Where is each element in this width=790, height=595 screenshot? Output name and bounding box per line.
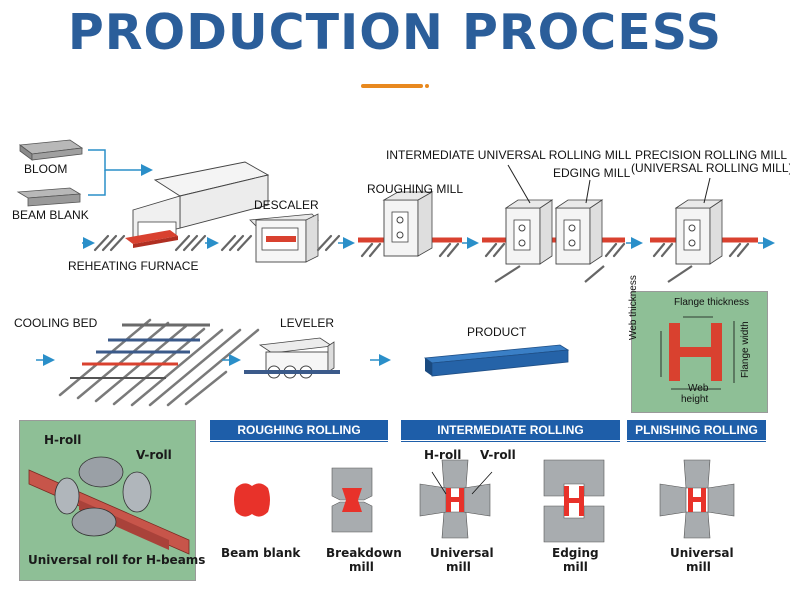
label-bloom: BLOOM — [24, 162, 68, 176]
bloom-slab-icon — [18, 139, 84, 161]
label-beam-blank-section: Beam blank — [221, 546, 301, 560]
label-v-roll-section: V-roll — [480, 448, 516, 462]
label-finish-universal-2: mill — [686, 560, 711, 574]
label-descaler: DESCALER — [254, 198, 319, 212]
title-underline — [361, 84, 423, 88]
page-title: PRODUCTION PROCESS — [67, 4, 723, 61]
descaler-icon — [249, 213, 319, 263]
hbeam-dimension-diagram — [660, 316, 735, 390]
label-flange-thickness: Flange thickness — [674, 297, 750, 308]
roller-table-roughing — [360, 242, 460, 258]
universal-roll-diagram — [28, 456, 190, 555]
label-web-height-1: Web — [688, 383, 709, 394]
band-underline-roughing — [210, 441, 388, 442]
beam-blank-icon — [16, 187, 82, 207]
edging-mill-section — [543, 459, 605, 543]
beam-blank-section — [234, 483, 270, 517]
label-precision-mill: PRECISION ROLLING MILL — [635, 148, 788, 162]
label-breakdown-2: mill — [349, 560, 374, 574]
finishing-universal-mill-section — [659, 459, 735, 539]
label-reheating-furnace: REHEATING FURNACE — [68, 259, 199, 273]
label-h-roll-section: H-roll — [424, 448, 462, 462]
label-beam-blank: BEAM BLANK — [12, 208, 89, 222]
label-product: PRODUCT — [467, 325, 527, 339]
intermediate-edging-mill-icon — [482, 164, 625, 283]
label-finish-universal-1: Universal — [670, 546, 734, 560]
leveler-icon — [244, 337, 340, 379]
band-intermediate-rolling: INTERMEDIATE ROLLING — [401, 420, 620, 440]
label-universal-2: mill — [446, 560, 471, 574]
label-edging-1: Edging — [552, 546, 599, 560]
band-underline-finishing — [627, 441, 766, 442]
precision-mill-icon — [650, 177, 758, 283]
label-v-roll-panel: V-roll — [136, 448, 172, 462]
band-underline-intermediate — [401, 441, 620, 442]
label-universal-roll-caption: Universal roll for H-beams — [28, 553, 206, 567]
label-web-height-2: height — [681, 394, 709, 405]
label-roughing-mill: ROUGHING MILL — [367, 182, 464, 196]
roller-table-intermediate — [484, 242, 626, 258]
roller-table-precision — [652, 242, 750, 258]
label-leveler: LEVELER — [280, 316, 335, 330]
roughing-mill-icon — [358, 191, 462, 257]
label-cooling-bed: COOLING BED — [14, 316, 98, 330]
label-breakdown-1: Breakdown — [326, 546, 402, 560]
breakdown-mill-section — [331, 467, 373, 533]
intermediate-universal-mill-section — [419, 459, 493, 539]
label-edging-mill: EDGING MILL — [553, 166, 631, 180]
reheating-furnace-icon — [125, 161, 270, 248]
product-beam-icon — [423, 344, 570, 377]
cooling-bed-icon — [58, 318, 260, 407]
title-underline-dot — [425, 84, 429, 88]
label-h-roll-panel: H-roll — [44, 433, 82, 447]
label-intermediate-mill: INTERMEDIATE UNIVERSAL ROLLING MILL — [386, 148, 632, 162]
band-roughing-rolling: ROUGHING ROLLING — [210, 420, 388, 440]
band-finishing-rolling: PLNISHING ROLLING — [627, 420, 766, 440]
roller-table-furnace — [93, 234, 207, 252]
roller-table-descaler — [220, 234, 341, 252]
label-universal-1: Universal — [430, 546, 494, 560]
label-edging-2: mill — [563, 560, 588, 574]
label-precision-mill-sub: (UNIVERSAL ROLLING MILL) — [631, 161, 790, 175]
universal-roll-panel — [19, 420, 196, 581]
